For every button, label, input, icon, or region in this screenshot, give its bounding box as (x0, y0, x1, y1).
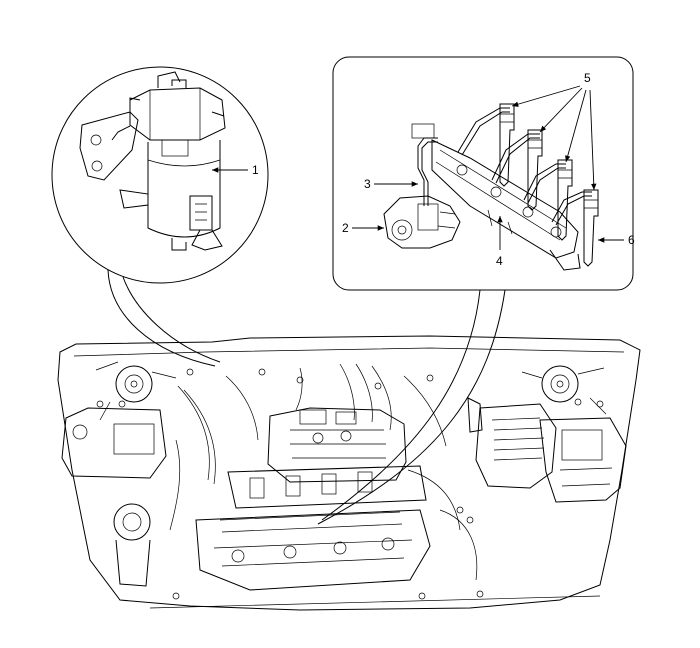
engine-block (267, 407, 407, 483)
injector (583, 189, 599, 267)
air-filter-box (467, 397, 557, 489)
coolant-reservoir (113, 503, 151, 587)
engine-injector-row (219, 465, 427, 533)
callout-5: 5 (584, 71, 591, 85)
injector-pipes (457, 107, 592, 226)
callout-3: 3 (364, 177, 371, 191)
right-strut-tower (521, 365, 607, 415)
engine-bay (57, 335, 641, 611)
injector (557, 159, 573, 241)
injectors (499, 103, 599, 267)
high-pressure-pump (383, 195, 461, 249)
callout-1: 1 (252, 163, 259, 177)
injector (527, 129, 543, 211)
battery-left (61, 407, 167, 479)
fuel-filter-detail: 1 (51, 66, 269, 367)
fuse-box-right (539, 417, 627, 503)
bolts (96, 368, 604, 600)
high-pressure-detail: 2 3 4 5 6 (317, 56, 635, 525)
hoses-harness (149, 363, 601, 609)
callout-2: 2 (342, 221, 349, 235)
callout-6: 6 (628, 233, 635, 247)
pump-to-rail-pipe (411, 123, 438, 206)
left-strut-tower (95, 361, 177, 421)
fuel-filter (79, 71, 226, 251)
callout-4: 4 (496, 254, 503, 268)
lower-manifold (195, 509, 431, 591)
injector (499, 103, 515, 187)
